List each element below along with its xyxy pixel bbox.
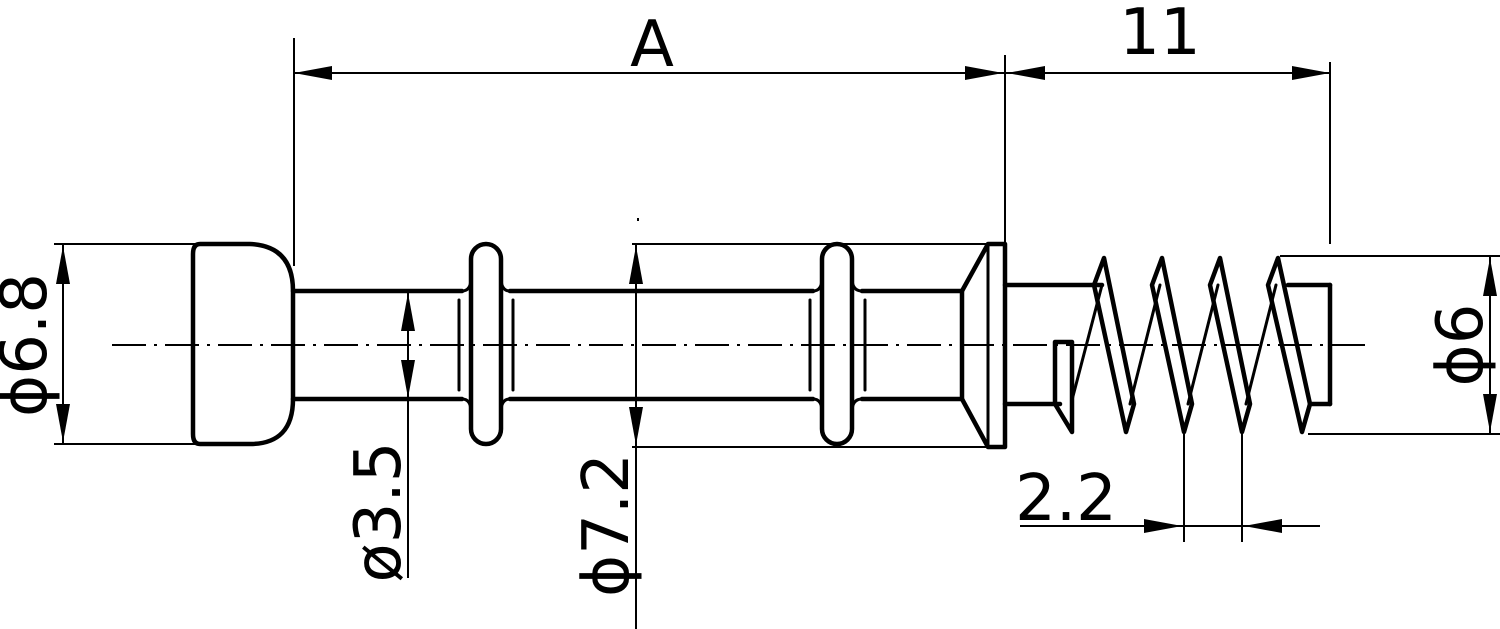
dimension-collar-diameter-label: ϕ7.2	[570, 453, 644, 597]
dimension-a-label: A	[630, 8, 674, 82]
dimension-thread-diameter-label: ϕ6	[1424, 304, 1498, 387]
dimension-thread-length-label: 11	[1119, 0, 1200, 70]
dimension-neck-diameter-label: ø3.5	[342, 442, 416, 583]
dimension-head-diameter	[54, 243, 196, 445]
dimension-thread-diameter	[1280, 255, 1500, 435]
dimension-neck-diameter	[401, 292, 415, 578]
groove-ring-1	[457, 241, 515, 447]
dimension-collar-diameter	[629, 218, 988, 629]
threaded-section	[1002, 255, 1333, 435]
dimension-head-diameter-label: ϕ6.8	[0, 273, 62, 417]
dimension-thread-pitch	[1020, 432, 1320, 542]
dimension-a	[293, 38, 1006, 266]
bolt-shank	[290, 288, 965, 402]
dimension-thread-length	[1005, 62, 1331, 244]
dimension-thread-pitch-label: 2.2	[1015, 462, 1117, 536]
bolt-head	[190, 241, 296, 447]
